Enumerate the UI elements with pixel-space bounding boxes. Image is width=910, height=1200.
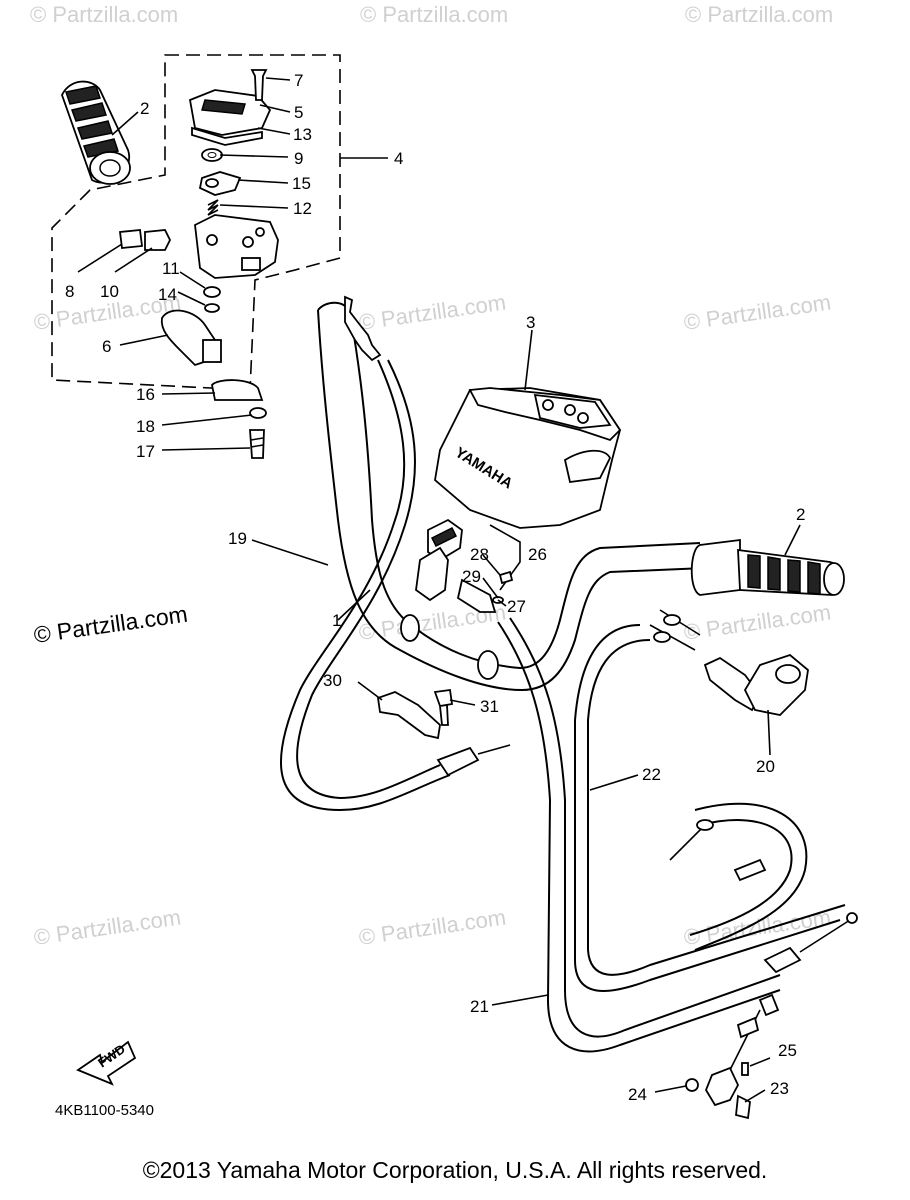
callout: 18 <box>136 417 155 436</box>
callout: 29 <box>462 567 481 586</box>
callout: 2 <box>796 505 805 524</box>
callout: 3 <box>526 313 535 332</box>
handlebar-collar <box>477 650 499 680</box>
callout: 14 <box>158 285 177 304</box>
callout: 17 <box>136 442 155 461</box>
watermark: © Partzilla.com <box>357 905 507 950</box>
watermark: © Partzilla.com <box>32 601 189 648</box>
callout: 23 <box>770 1079 789 1098</box>
callout: 27 <box>507 597 526 616</box>
callout: 1 <box>332 611 341 630</box>
copyright-notice: ©2013 Yamaha Motor Corporation, U.S.A. A… <box>142 1157 768 1183</box>
callout: 12 <box>293 199 312 218</box>
callout: 20 <box>756 757 775 776</box>
watermark: © Partzilla.com <box>685 2 833 27</box>
callout: 31 <box>480 697 499 716</box>
screw-icon <box>250 69 268 101</box>
callout: 8 <box>65 282 74 301</box>
callout: 28 <box>470 545 489 564</box>
callout: 15 <box>292 174 311 193</box>
callout: 2 <box>140 99 149 118</box>
handlebar-cover: YAMAHA <box>434 387 622 529</box>
washer <box>204 303 220 313</box>
callout: 11 <box>162 259 180 278</box>
switch-bracket <box>377 691 441 740</box>
watermark: © Partzilla.com <box>682 290 832 335</box>
bolt-icon <box>433 688 454 726</box>
callout: 19 <box>228 529 247 548</box>
callout: 4 <box>394 149 403 168</box>
callout: 26 <box>528 545 547 564</box>
spring <box>207 199 219 216</box>
bolt-icon <box>118 229 144 249</box>
watermark: © Partzilla.com <box>32 905 182 950</box>
callout: 22 <box>642 765 661 784</box>
diagram-code: 4KB1100-5340 <box>55 1102 154 1119</box>
watermark: © Partzilla.com <box>357 290 507 335</box>
callout: 5 <box>294 103 303 122</box>
callout: 10 <box>100 282 119 301</box>
callout: 24 <box>628 1085 647 1104</box>
callout-layer: 2 7 5 13 9 4 15 12 8 10 11 14 6 16 18 17… <box>65 71 805 1104</box>
washer <box>203 286 221 298</box>
callout: 16 <box>136 385 155 404</box>
right-grip <box>690 538 845 596</box>
callout: 6 <box>102 337 111 356</box>
callout: 7 <box>294 71 303 90</box>
nut-icon <box>144 229 172 251</box>
throttle-assembly <box>118 69 279 459</box>
callout: 9 <box>294 149 303 168</box>
left-grip <box>61 80 131 185</box>
start-switch <box>415 518 521 613</box>
callout: 13 <box>293 125 312 144</box>
handlebar-collar <box>400 614 420 642</box>
watermark: © Partzilla.com <box>682 600 832 645</box>
watermark: © Partzilla.com <box>360 2 508 27</box>
leader-lines <box>77 77 801 1103</box>
brake-switch <box>703 653 809 716</box>
watermark: © Partzilla.com <box>30 2 178 27</box>
fwd-arrow: FWD <box>76 1040 137 1086</box>
bolt-icon <box>249 429 265 459</box>
gasket <box>191 126 263 146</box>
throttle-housing <box>194 214 279 279</box>
brake-cables <box>497 609 858 1053</box>
watermark: © Partzilla.com <box>682 905 832 950</box>
watermark-layer: © Partzilla.com © Partzilla.com © Partzi… <box>30 2 833 950</box>
throttle-cable <box>279 295 511 812</box>
cable-adjuster <box>685 993 780 1120</box>
callout: 30 <box>323 671 342 690</box>
clamp <box>211 379 264 401</box>
throttle-lever <box>198 171 242 196</box>
callout: 21 <box>470 997 489 1016</box>
callout: 25 <box>778 1041 797 1060</box>
